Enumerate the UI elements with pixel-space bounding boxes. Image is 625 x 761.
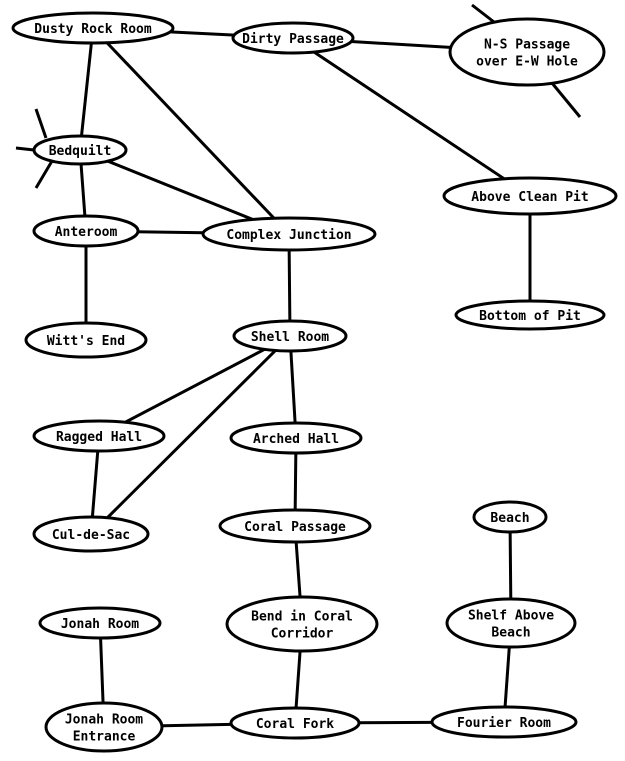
room-label: Fourier Room: [457, 716, 551, 731]
room-node-shape: [430, 705, 578, 739]
room-label: over E-W Hole: [476, 55, 578, 70]
room-node-shape: [229, 421, 363, 455]
connection-dusty-bedquilt: [78, 27, 95, 151]
room-label: Arched Hall: [253, 432, 339, 447]
connection-dusty-complex: [91, 26, 291, 236]
room-ns[interactable]: N-S Passage over E-W Hole: [448, 17, 606, 87]
room-label: Jonah Room: [65, 713, 143, 728]
room-label: Beach: [490, 511, 529, 526]
room-label: Witt's End: [47, 334, 125, 349]
room-label: Dirty Passage: [242, 32, 344, 47]
room-node-shape: [472, 500, 548, 534]
room-node-shape: [225, 595, 379, 653]
room-bottom[interactable]: Bottom of Pit: [454, 299, 606, 331]
connection-shell-culdesac: [89, 334, 292, 536]
room-node-shape: [32, 214, 140, 248]
room-node-shape: [454, 299, 606, 331]
room-label: Cul-de-Sac: [52, 528, 130, 543]
room-label: Ragged Hall: [56, 430, 142, 445]
room-node-shape: [32, 515, 150, 553]
room-witt[interactable]: Witt's End: [24, 321, 148, 359]
exit-bedquilt-southwest: [34, 160, 54, 189]
room-label: Jonah Room: [61, 617, 139, 632]
connection-shell-ragged: [98, 334, 291, 438]
room-label: Coral Fork: [256, 717, 334, 732]
room-label: Bedquilt: [49, 144, 112, 159]
room-culdesac[interactable]: Cul-de-Sac: [32, 515, 150, 553]
room-label: Corridor: [271, 627, 334, 642]
room-label: Entrance: [73, 730, 136, 745]
room-node-shape: [448, 17, 606, 87]
room-label: Bottom of Pit: [479, 309, 581, 324]
room-arched[interactable]: Arched Hall: [229, 421, 363, 455]
exit-ns-southeast: [550, 82, 582, 118]
room-node-shape: [201, 216, 377, 252]
room-label: Above Clean Pit: [471, 190, 588, 205]
room-node-shape: [38, 606, 162, 640]
room-node-shape: [231, 21, 355, 55]
room-fourier[interactable]: Fourier Room: [430, 705, 578, 739]
room-node-shape: [24, 321, 148, 359]
room-dirty[interactable]: Dirty Passage: [231, 21, 355, 55]
room-node-shape: [32, 419, 166, 453]
room-label: Anteroom: [55, 225, 118, 240]
room-label: Bend in Coral: [251, 610, 353, 625]
room-node-shape: [218, 508, 372, 544]
room-node-shape: [11, 11, 175, 45]
room-label: Coral Passage: [244, 520, 346, 535]
room-label: Shelf Above: [468, 609, 554, 624]
room-label: Complex Junction: [226, 228, 351, 243]
connection-dirty-clean: [292, 36, 531, 198]
room-coralpass[interactable]: Coral Passage: [218, 508, 372, 544]
room-ragged[interactable]: Ragged Hall: [32, 419, 166, 453]
room-coralfork[interactable]: Coral Fork: [229, 706, 361, 740]
room-bedquilt[interactable]: Bedquilt: [32, 134, 128, 166]
room-node-shape: [229, 706, 361, 740]
room-node-shape: [32, 134, 128, 166]
room-dusty[interactable]: Dusty Rock Room: [11, 11, 175, 45]
room-label: Dusty Rock Room: [34, 22, 152, 37]
exit-bedquilt-west: [15, 146, 35, 152]
exit-ns-north: [471, 3, 495, 24]
room-label: Shell Room: [251, 330, 329, 345]
room-node-shape: [445, 597, 577, 649]
room-node-shape: [44, 701, 164, 753]
room-shell[interactable]: Shell Room: [232, 319, 348, 353]
room-node-shape: [232, 319, 348, 353]
connection-shell-arched: [288, 335, 298, 439]
exit-bedquilt-northwest: [34, 108, 48, 139]
room-node-shape: [442, 176, 618, 216]
room-beach[interactable]: Beach: [472, 500, 548, 534]
room-complex[interactable]: Complex Junction: [201, 216, 377, 252]
room-jonah[interactable]: Jonah Room: [38, 606, 162, 640]
room-label: Beach: [491, 626, 530, 641]
room-label: N-S Passage: [484, 38, 570, 53]
room-anteroom[interactable]: Anteroom: [32, 214, 140, 248]
room-clean[interactable]: Above Clean Pit: [442, 176, 618, 216]
